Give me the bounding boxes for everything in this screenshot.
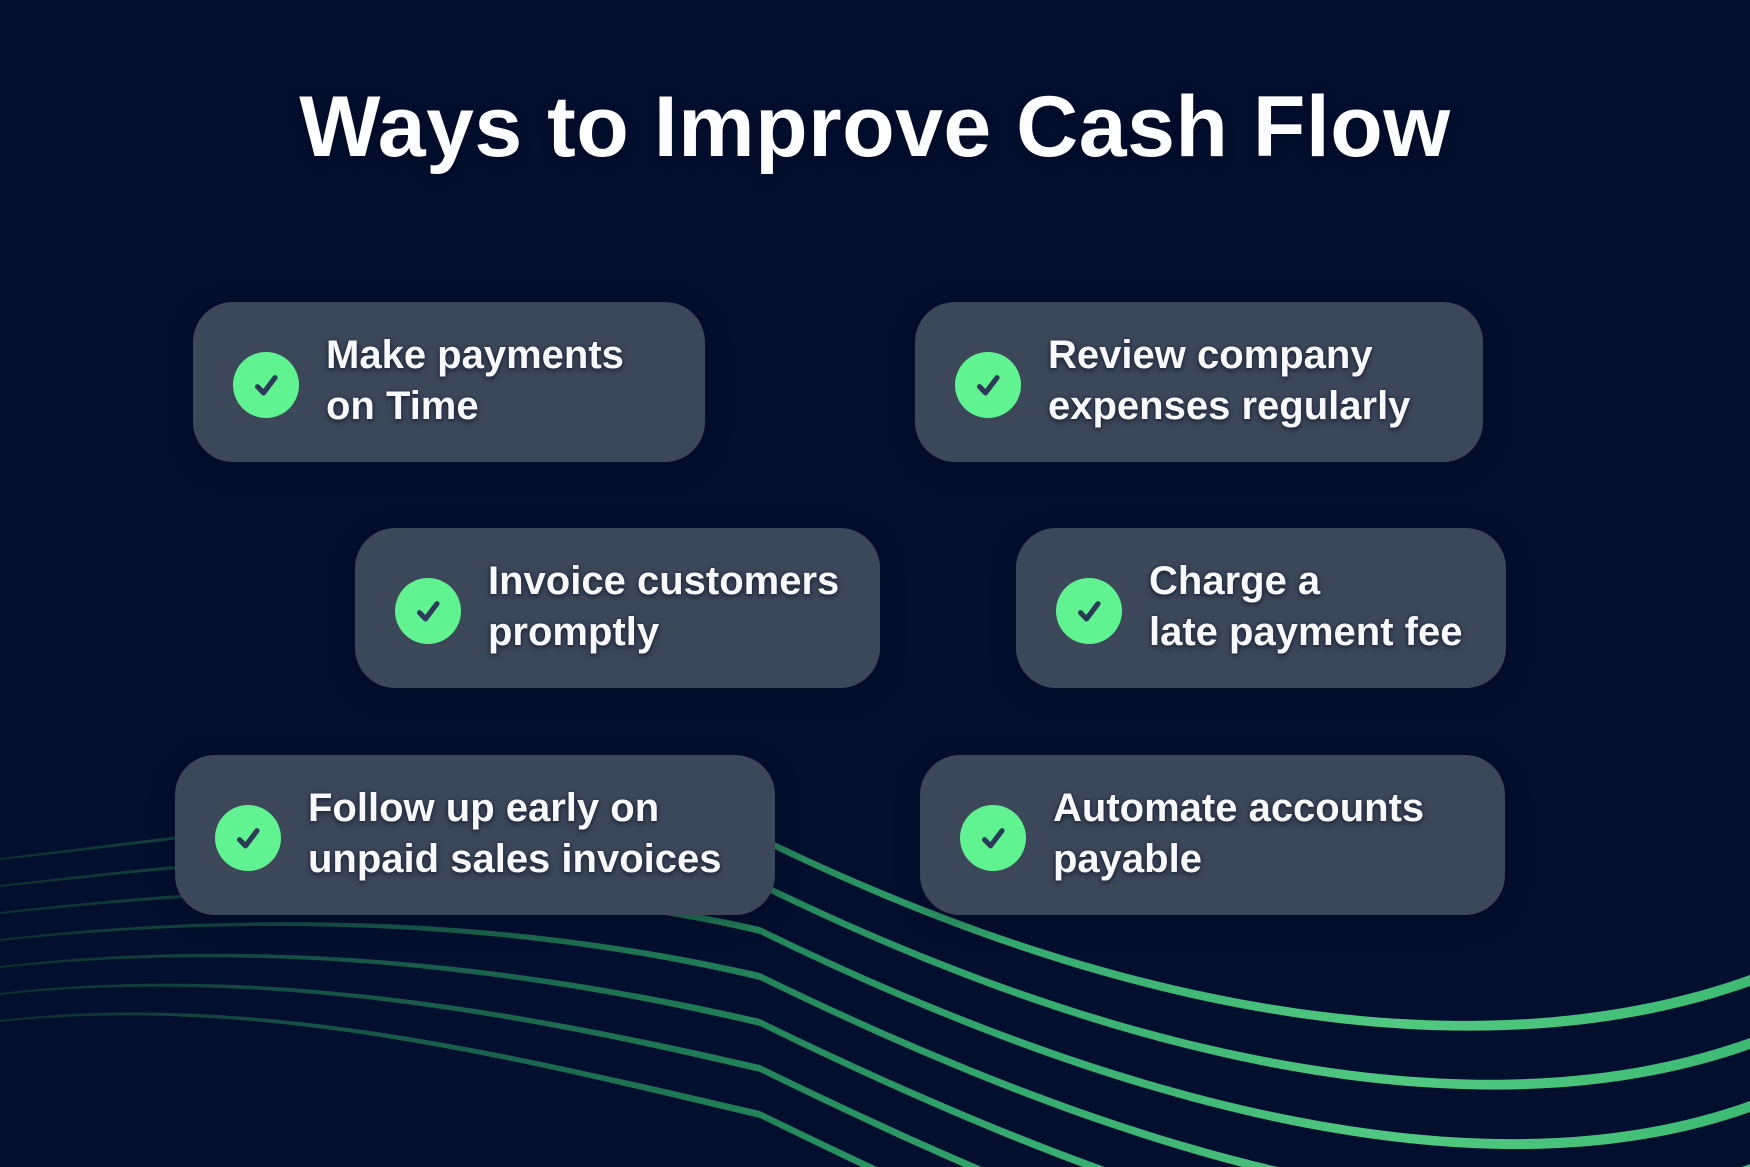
card-text-line: Review company: [1048, 333, 1373, 377]
card-text-line: unpaid sales invoices: [308, 837, 722, 881]
check-icon: [416, 601, 440, 622]
card-text: Review company expenses regularly: [1048, 330, 1459, 432]
card-text-line: Charge a: [1149, 559, 1321, 603]
check-icon: [236, 828, 260, 849]
card-late-payment-fee: Charge a late payment fee: [1016, 528, 1506, 688]
card-text-line: payable: [1053, 837, 1202, 881]
card-text-line: expenses regularly: [1048, 384, 1411, 428]
wave-line: [0, 1012, 878, 1167]
card-text: Invoice customers promptly: [488, 556, 856, 658]
check-badge: [395, 578, 461, 644]
card-text-line: Automate accounts: [1053, 786, 1425, 830]
card-text: Charge a late payment fee: [1149, 556, 1482, 658]
check-icon: [981, 828, 1005, 849]
card-text: Automate accounts payable: [1053, 783, 1481, 885]
card-make-payments: Make payments on Time: [193, 302, 705, 462]
card-text-line: Follow up early on: [308, 786, 660, 830]
card-text-line: Invoice customers: [488, 559, 840, 603]
wave-line: [0, 922, 1750, 1167]
check-icon: [1077, 601, 1101, 622]
card-automate-ap: Automate accounts payable: [920, 755, 1505, 915]
card-text: Follow up early on unpaid sales invoices: [308, 783, 751, 885]
card-invoice-customers: Invoice customers promptly: [355, 528, 880, 688]
check-badge: [233, 352, 299, 418]
check-icon: [254, 375, 278, 396]
card-text-line: Make payments: [326, 333, 624, 377]
check-badge: [955, 352, 1021, 418]
card-text: Make payments on Time: [326, 330, 681, 432]
card-follow-up-unpaid: Follow up early on unpaid sales invoices: [175, 755, 775, 915]
page-title: Ways to Improve Cash Flow: [299, 79, 1451, 175]
card-review-expenses: Review company expenses regularly: [915, 302, 1483, 462]
card-text-line: promptly: [488, 610, 660, 654]
check-badge: [960, 805, 1026, 871]
card-text-line: on Time: [326, 384, 479, 428]
check-icon: [976, 375, 1000, 396]
card-text-line: late payment fee: [1149, 610, 1463, 654]
check-badge: [1056, 578, 1122, 644]
check-badge: [215, 805, 281, 871]
